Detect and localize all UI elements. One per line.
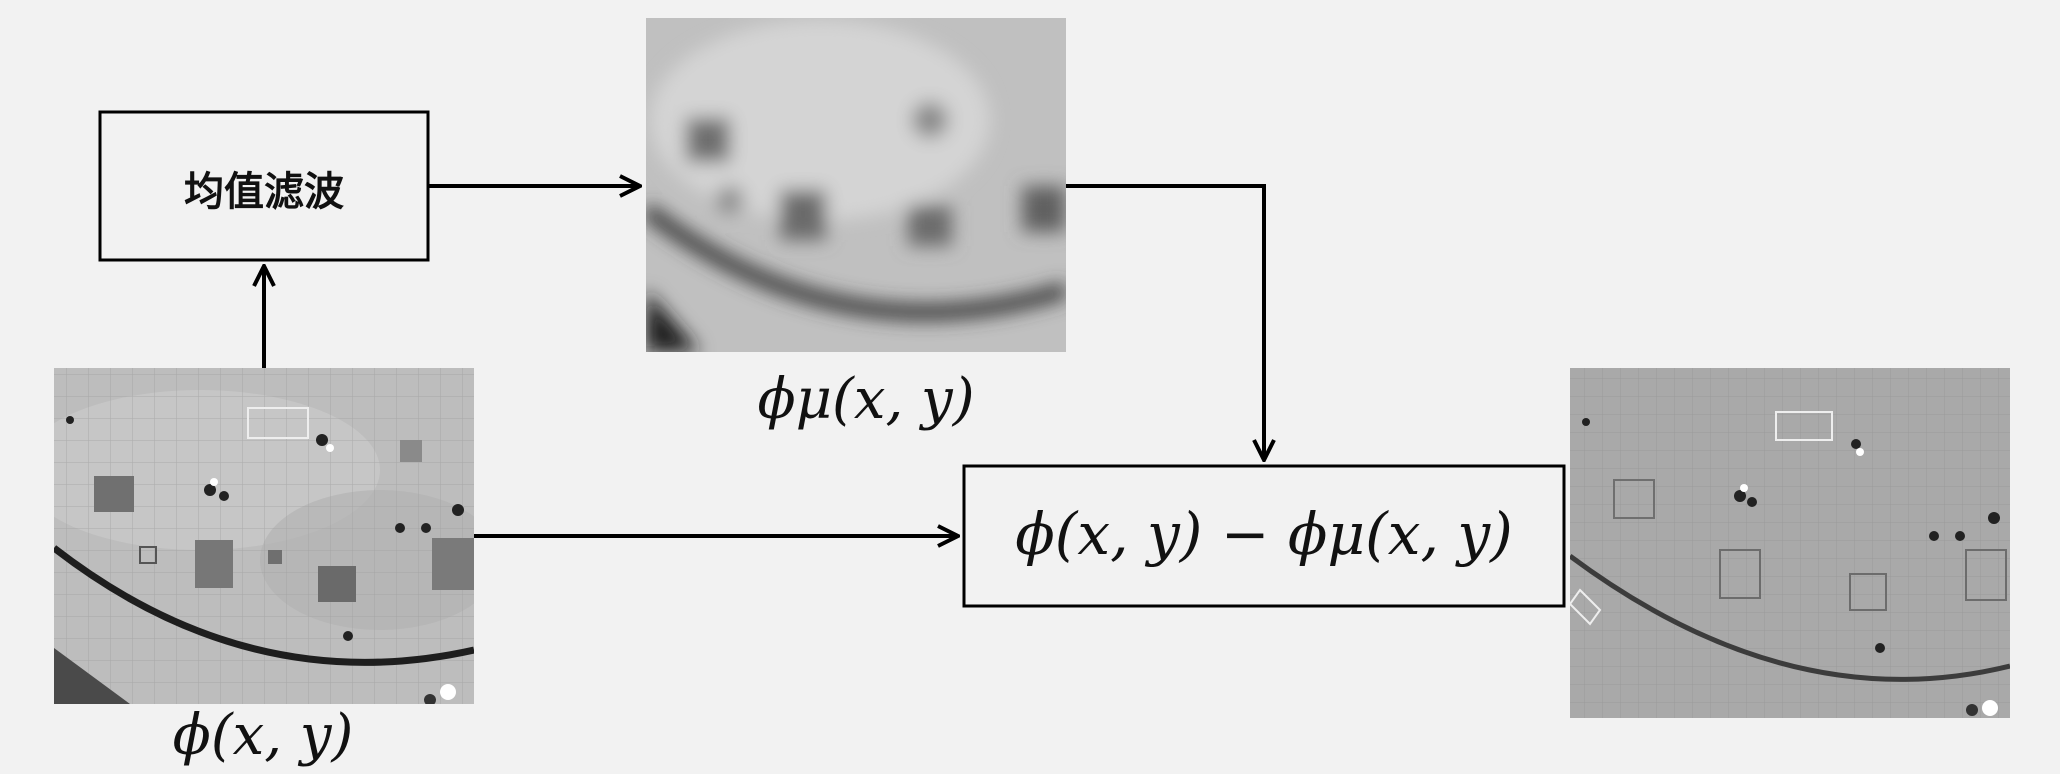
input-image xyxy=(54,368,474,704)
arrow-blurred-to-difference xyxy=(1066,184,1264,460)
blurred-image xyxy=(646,18,1066,352)
output-image xyxy=(1570,368,2010,718)
mean-filter-label: 均值滤波 xyxy=(184,169,344,215)
mean-filter-box: 均值滤波 xyxy=(98,110,430,262)
blurred-image-label: ϕμ(x, y) xyxy=(757,367,974,432)
difference-formula: ϕ(x, y) − ϕμ(x, y) xyxy=(1015,500,1512,568)
difference-box: ϕ(x, y) − ϕμ(x, y) xyxy=(962,464,1566,608)
input-image-label: ϕ(x, y) xyxy=(173,703,354,768)
